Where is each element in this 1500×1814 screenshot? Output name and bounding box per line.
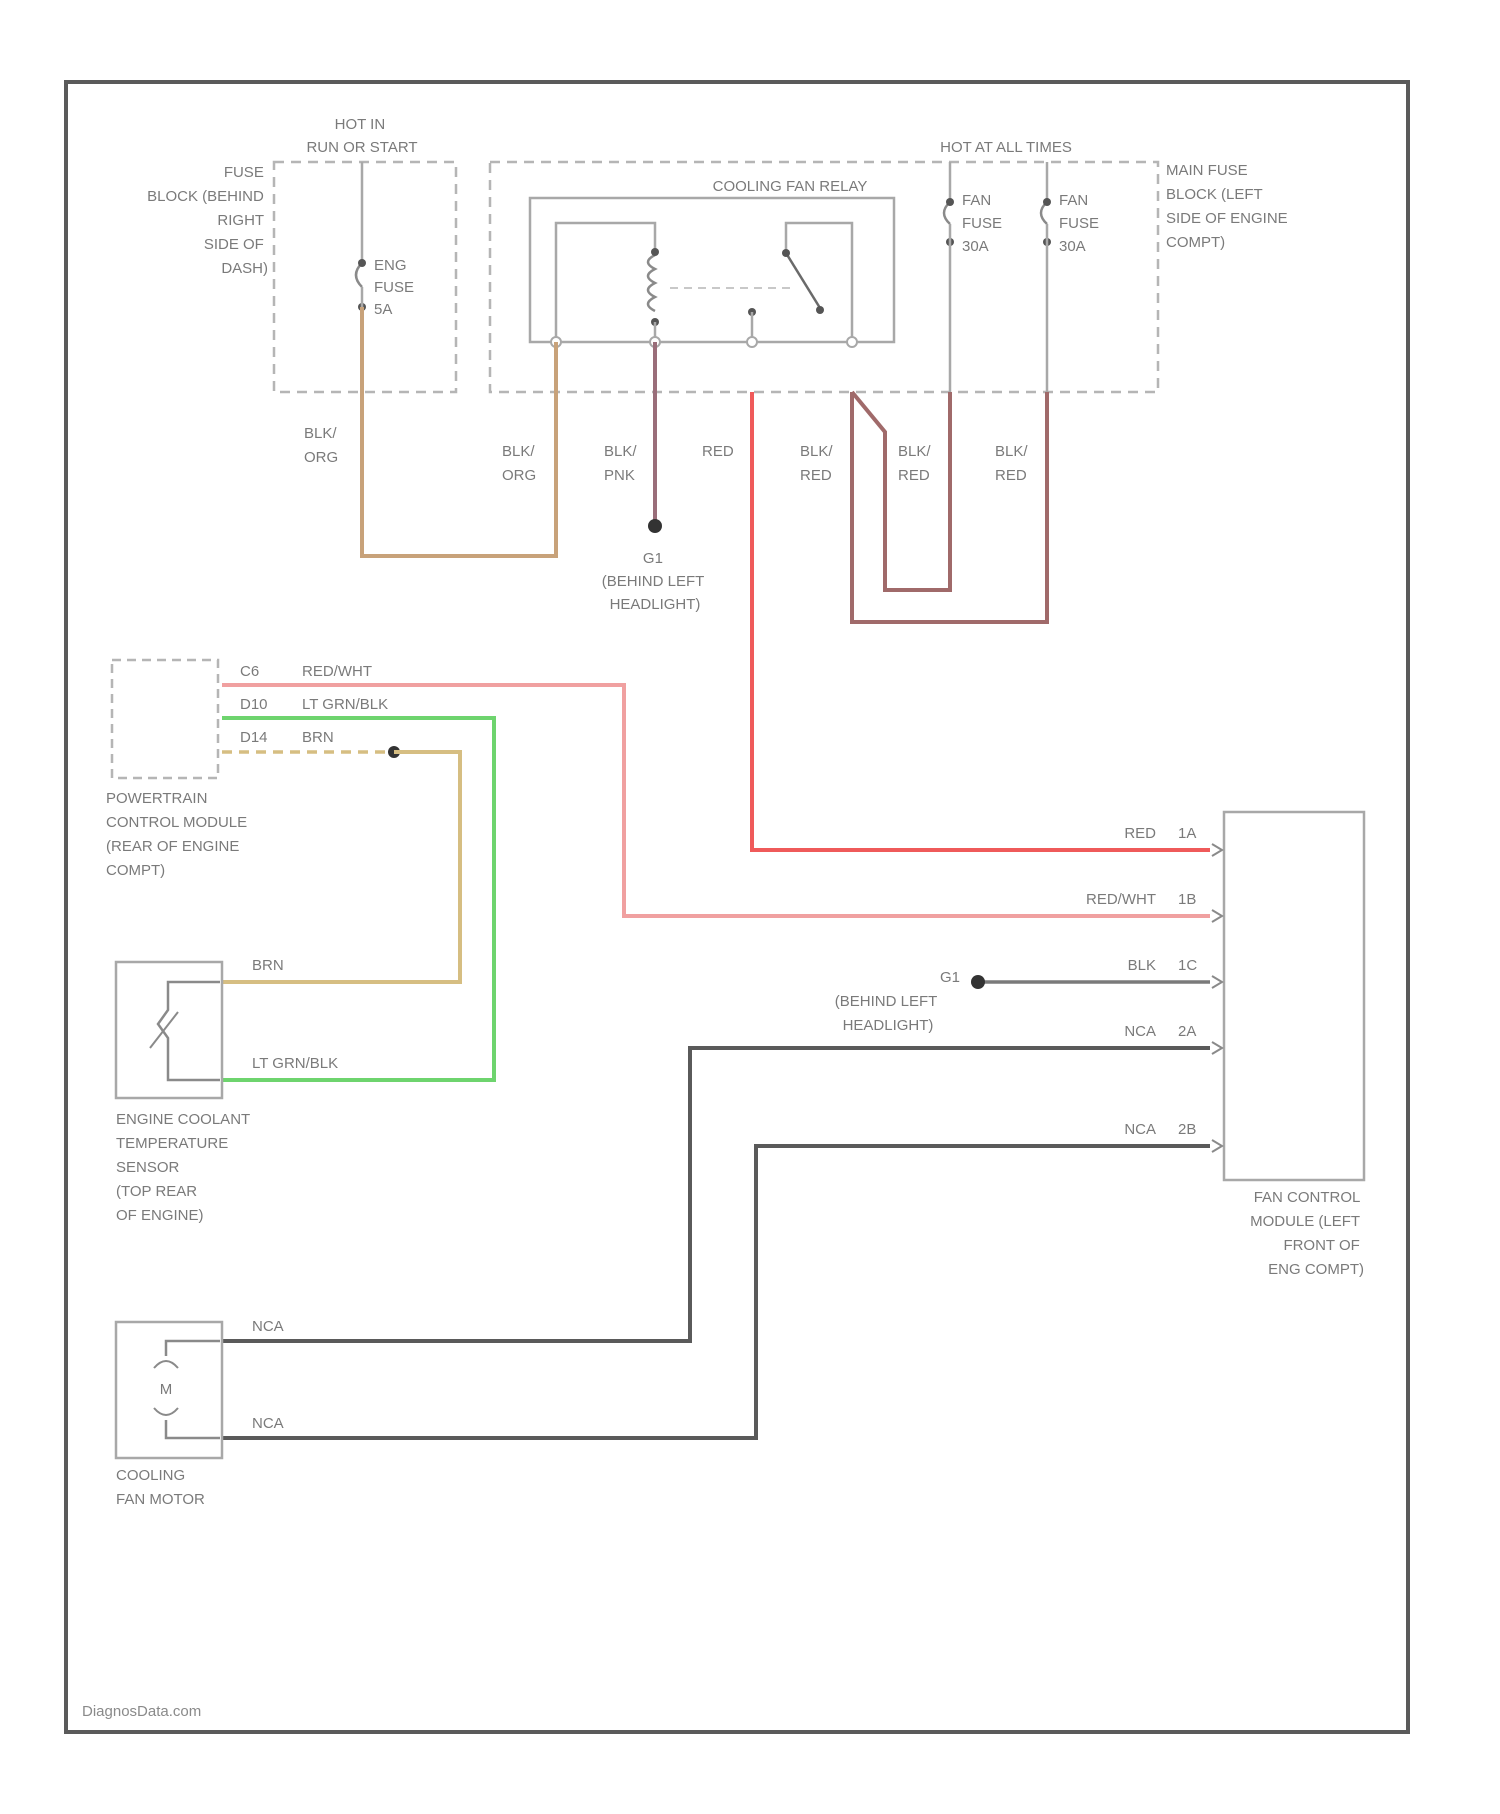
fan-fuse-1-terminal — [946, 198, 954, 206]
fcm-row-2a-pin: 2A — [1178, 1023, 1196, 1040]
ground-g1-top — [648, 519, 662, 533]
relay-coil-terminal — [651, 248, 659, 256]
wire-brn — [222, 752, 460, 982]
fcm-pin-arrow — [1212, 976, 1222, 988]
fcm-pin-arrow — [1212, 844, 1222, 856]
wire-nca-1 — [222, 1048, 1210, 1341]
fcm-row-1c-wire: BLK — [1128, 957, 1156, 974]
motor-label: COOLING FAN MOTOR — [116, 1467, 205, 1508]
wire-label-blk-red-3: BLK/ RED — [995, 443, 1032, 484]
motor-winding-top — [166, 1341, 220, 1356]
cooling-fan-relay — [530, 198, 894, 342]
main-fuse-block-outline — [490, 162, 1158, 392]
relay-pin — [747, 337, 757, 347]
motor-brush-bottom — [154, 1408, 178, 1415]
wire-label-red: RED — [702, 443, 734, 460]
ground-g1-fcm-label: (BEHIND LEFT HEADLIGHT) — [835, 993, 941, 1034]
fan-fuse-2-terminal — [1043, 198, 1051, 206]
ect-thermistor-icon — [158, 982, 220, 1080]
fcm-row-1a-pin: 1A — [1178, 825, 1196, 842]
pcm-wire-brn: BRN — [302, 729, 334, 746]
fan-fuse-2-label: FAN FUSE 30A — [1059, 192, 1103, 255]
fcm-label: FAN CONTROL MODULE (LEFT FRONT OF ENG CO… — [1250, 1189, 1364, 1278]
relay-coil-symbol — [648, 255, 655, 311]
wire-label-blk-red-1: BLK/ RED — [800, 443, 837, 484]
relay-switch-terminal — [816, 306, 824, 314]
fcm-pin-arrow — [1212, 1140, 1222, 1152]
pcm-pin-d14: D14 — [240, 729, 268, 746]
ground-g1-fcm — [971, 975, 985, 989]
fcm-row-1c-pin: 1C — [1178, 957, 1197, 974]
diagram-frame — [66, 82, 1408, 1732]
fcm-row-1b-wire: RED/WHT — [1086, 891, 1156, 908]
wire-lt-grn-blk — [222, 718, 494, 1080]
fan-control-module — [1224, 812, 1364, 1180]
ect-wire-lt-grn-blk: LT GRN/BLK — [252, 1055, 338, 1072]
wire-label-blk-pnk: BLK/ PNK — [604, 443, 641, 484]
relay-pin — [847, 337, 857, 347]
motor-wire-nca-2: NCA — [252, 1415, 284, 1432]
pcm-label: POWERTRAIN CONTROL MODULE (REAR OF ENGIN… — [106, 790, 251, 879]
ect-wire-brn: BRN — [252, 957, 284, 974]
wire-blk-org — [362, 307, 556, 556]
fcm-row-2b-wire: NCA — [1124, 1121, 1156, 1138]
relay-switch-circuit — [786, 223, 852, 342]
eng-fuse-label: ENG FUSE 5A — [374, 257, 418, 318]
fan-fuse-1-label: FAN FUSE 30A — [962, 192, 1006, 255]
fcm-row-2b-pin: 2B — [1178, 1121, 1196, 1138]
fcm-row-2a-wire: NCA — [1124, 1023, 1156, 1040]
ground-g1-top-label: G1 (BEHIND LEFT HEADLIGHT) — [602, 550, 708, 613]
cooling-fan-relay-label: COOLING FAN RELAY — [713, 178, 868, 195]
hot-in-run-label: HOT IN RUN OR START — [306, 116, 417, 156]
dash-fuse-block-label: FUSE BLOCK (BEHIND RIGHT SIDE OF DASH) — [147, 164, 268, 277]
wire-label-blk-org-2: BLK/ ORG — [502, 443, 539, 484]
hot-at-all-times-label: HOT AT ALL TIMES — [940, 139, 1072, 156]
watermark: DiagnosData.com — [82, 1703, 201, 1720]
pcm-outline — [112, 660, 218, 778]
motor-symbol: M — [160, 1381, 173, 1398]
pcm-wire-red-wht: RED/WHT — [302, 663, 372, 680]
dash-fuse-block-outline — [274, 162, 456, 392]
motor-winding-bottom — [166, 1420, 220, 1438]
pcm-pin-c6: C6 — [240, 663, 259, 680]
relay-switch-contact — [786, 253, 820, 308]
wire-blk-red-loop-1 — [852, 392, 950, 590]
pcm-pin-d10: D10 — [240, 696, 268, 713]
relay-coil-circuit — [556, 223, 655, 342]
wire-label-blk-red-2: BLK/ RED — [898, 443, 935, 484]
wire-nca-2 — [222, 1146, 1210, 1438]
fcm-row-1a-wire: RED — [1124, 825, 1156, 842]
motor-brush-top — [154, 1361, 178, 1368]
ground-g1-fcm-pin: G1 — [940, 969, 960, 986]
ect-label: ENGINE COOLANT TEMPERATURE SENSOR (TOP R… — [116, 1111, 254, 1224]
eng-fuse-terminal — [358, 259, 366, 267]
relay-switch-pivot — [782, 249, 790, 257]
fcm-row-1b-pin: 1B — [1178, 891, 1196, 908]
fcm-pin-arrow — [1212, 910, 1222, 922]
pcm-wire-lt-grn-blk: LT GRN/BLK — [302, 696, 388, 713]
motor-wire-nca-1: NCA — [252, 1318, 284, 1335]
wire-label-blk-org-1: BLK/ ORG — [304, 425, 341, 466]
fcm-pin-arrow — [1212, 1042, 1222, 1054]
main-fuse-block-label: MAIN FUSE BLOCK (LEFT SIDE OF ENGINE COM… — [1166, 162, 1292, 251]
